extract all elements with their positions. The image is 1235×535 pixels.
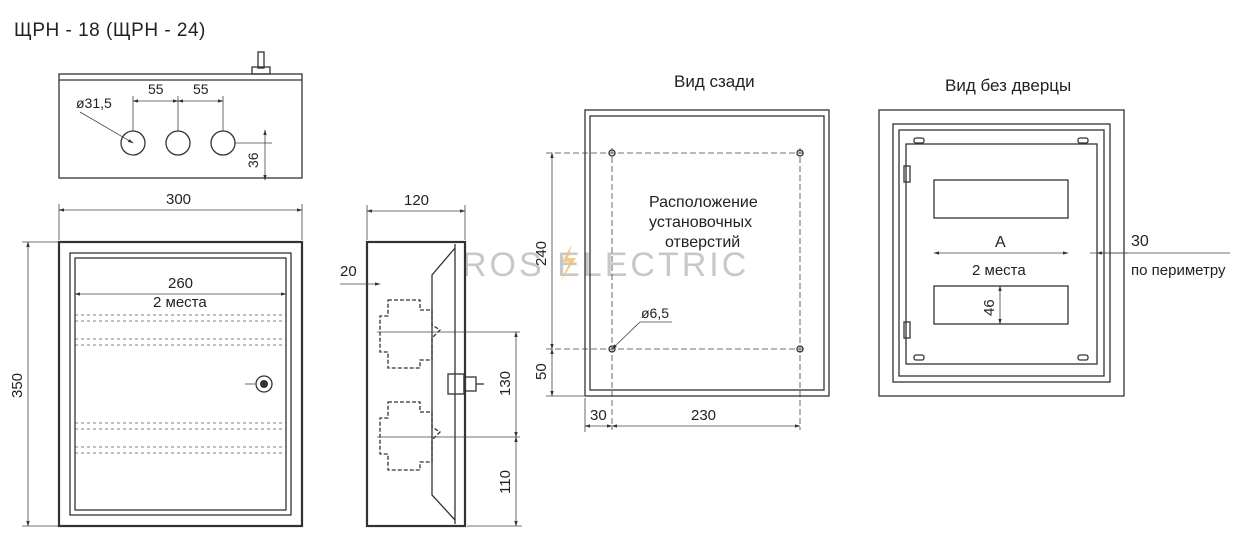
height-36-label: 36 [245,152,261,168]
side-offset-label: 20 [340,263,357,280]
front-places-label: 2 места [153,294,207,311]
watermark-bolt [560,244,576,282]
rear-hole-leader [611,321,641,350]
watermark: ROS ELECTRIC [462,246,749,284]
side-view: 120 20 130 110 [340,192,522,528]
top-view-body [58,73,303,179]
no-door-view-label: Вид без дверцы [945,76,1071,95]
front-width-label: 300 [166,191,191,208]
rear-inner [589,115,825,391]
front-door-inner [74,257,287,511]
front-lock-icon [255,375,273,393]
hinge-bottom [903,321,911,339]
lower-breaker [379,401,442,471]
front-door-frame [69,252,292,516]
side-depth-label: 120 [404,192,429,209]
side-body [365,240,467,528]
front-body [57,240,304,528]
front-lock-core [260,380,268,388]
slot-br [1077,354,1089,361]
hinge-top [903,165,911,183]
slot-bl [913,354,925,361]
side-door-profile [431,247,456,521]
rear-horizontal-label: 230 [691,407,716,424]
module-window-top [933,179,1069,219]
drawing-title: ЩРН - 18 (ЩРН - 24) [14,20,206,41]
top-view: ø31,5 55 55 36 [58,51,303,181]
cable-hole-2 [165,130,191,156]
module-window-bottom [933,285,1069,325]
inner-width-label: 260 [168,275,193,292]
rear-note-line3: отверстий [665,234,740,251]
rear-bottom-label: 50 [533,363,550,380]
cable-hole-3 [210,130,236,156]
hole-diameter-leader [79,111,134,144]
rear-view: Вид сзади Расположение установочных отве… [533,72,830,432]
rear-body [584,109,830,397]
rear-vertical-label: 240 [533,241,550,266]
rear-left-label: 30 [590,407,607,424]
slot-tl [913,137,925,144]
width-a-label: A [995,234,1006,251]
slot-tr [1077,137,1089,144]
upper-breaker [379,299,442,369]
bottom-label: 110 [497,470,514,494]
side-lock-body [447,373,465,395]
rear-note-line2: установочных [649,214,752,231]
rail-spacing-label: 130 [497,371,514,396]
module-height-label: 46 [981,299,998,316]
rear-note-line1: Расположение [649,194,758,211]
rear-view-label: Вид сзади [674,72,755,91]
nodoor-inner [905,143,1098,365]
spacing-label-1: 55 [148,81,164,97]
nodoor-places-label: 2 места [972,262,1026,279]
rear-hole-diameter: ø6,5 [641,305,669,321]
top-lock-stem [257,51,265,69]
front-view: 300 350 260 2 места [9,191,304,528]
hole-diameter-label: ø31,5 [76,95,112,111]
top-lock-base [251,66,271,75]
perimeter-value: 30 [1131,233,1149,250]
front-height-label: 350 [9,373,26,398]
perimeter-label: по периметру [1131,262,1226,279]
no-door-view: Вид без дверцы A 2 места 46 30 по периме… [878,76,1230,397]
spacing-label-2: 55 [193,81,209,97]
